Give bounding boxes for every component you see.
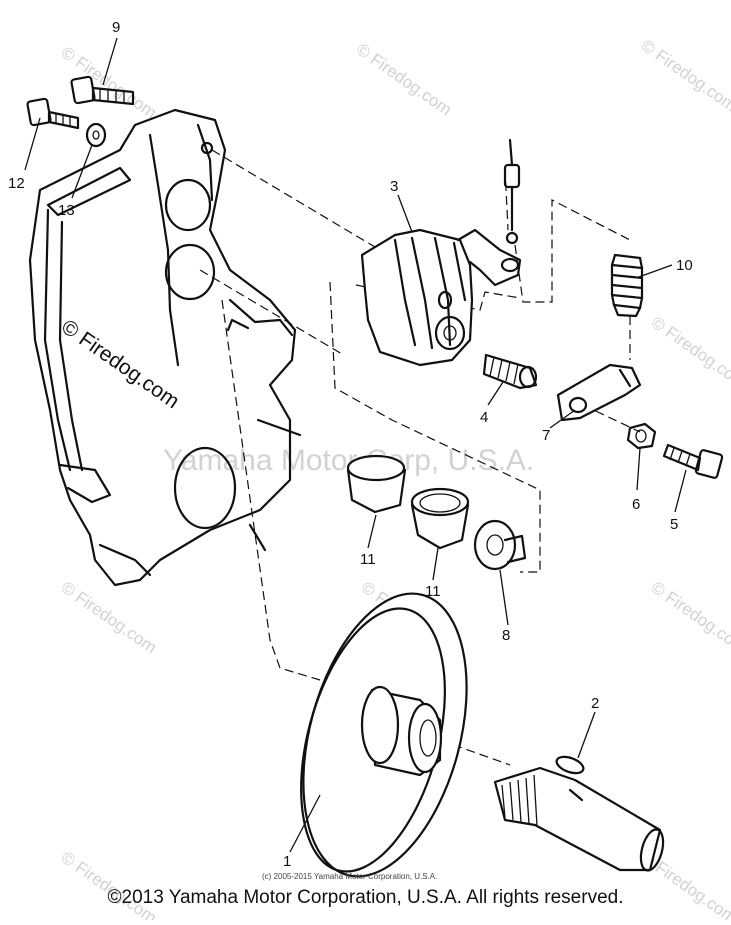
watermark: © Firedog.com	[58, 43, 160, 123]
bolt-5	[662, 443, 724, 479]
crankcase-cover	[28, 108, 302, 587]
bolt-9	[70, 75, 135, 106]
callout-9: 9	[112, 19, 120, 36]
callout-5: 5	[670, 516, 678, 533]
firedog-watermark-dark: © Firedog.com	[57, 315, 183, 413]
spring-10	[610, 253, 644, 318]
key-2	[555, 755, 585, 775]
bolt-12	[26, 97, 80, 130]
callout-3: 3	[390, 178, 398, 195]
caliper-3	[360, 228, 522, 367]
callout-6: 6	[632, 496, 640, 513]
copyright-notice: ©2013 Yamaha Motor Corporation, U.S.A. A…	[107, 887, 624, 908]
adjuster-4	[482, 353, 538, 390]
watermark: © Firedog.com	[58, 848, 160, 920]
brake-cable	[503, 138, 521, 245]
watermark: © Firedog.com	[353, 40, 455, 120]
callout-8: 8	[502, 627, 510, 644]
watermark: © Firedog.com	[648, 313, 731, 393]
callout-12: 12	[8, 175, 25, 192]
leader-lines	[199, 149, 641, 766]
cam-8	[473, 519, 527, 571]
washer-13	[85, 122, 107, 148]
callout-11a: 11	[360, 551, 376, 568]
brake-disc-1	[300, 592, 468, 878]
callout-11b: 11	[425, 583, 441, 600]
nut-6	[626, 422, 657, 450]
callout-labels: 9 12 13 3 10 4 7 6 5 11 11 8 2 1	[8, 19, 693, 870]
seal-11-b	[410, 487, 470, 550]
lever-7	[556, 363, 642, 422]
watermark: © Firedog.com	[648, 578, 731, 658]
callout-7: 7	[542, 427, 550, 444]
callout-10: 10	[676, 257, 693, 274]
piston-11-a	[346, 454, 407, 514]
small-copyright: (c) 2005-2015 Yamaha Motor Corporation, …	[262, 872, 438, 881]
callout-13: 13	[58, 202, 75, 219]
watermark: © Firedog.com	[638, 36, 731, 116]
callout-4: 4	[480, 409, 488, 426]
callout-leaders	[24, 37, 687, 853]
callout-2: 2	[591, 695, 599, 712]
callout-1: 1	[283, 853, 291, 870]
drive-shaft	[493, 766, 665, 872]
watermark: © Firedog.com	[58, 578, 160, 658]
